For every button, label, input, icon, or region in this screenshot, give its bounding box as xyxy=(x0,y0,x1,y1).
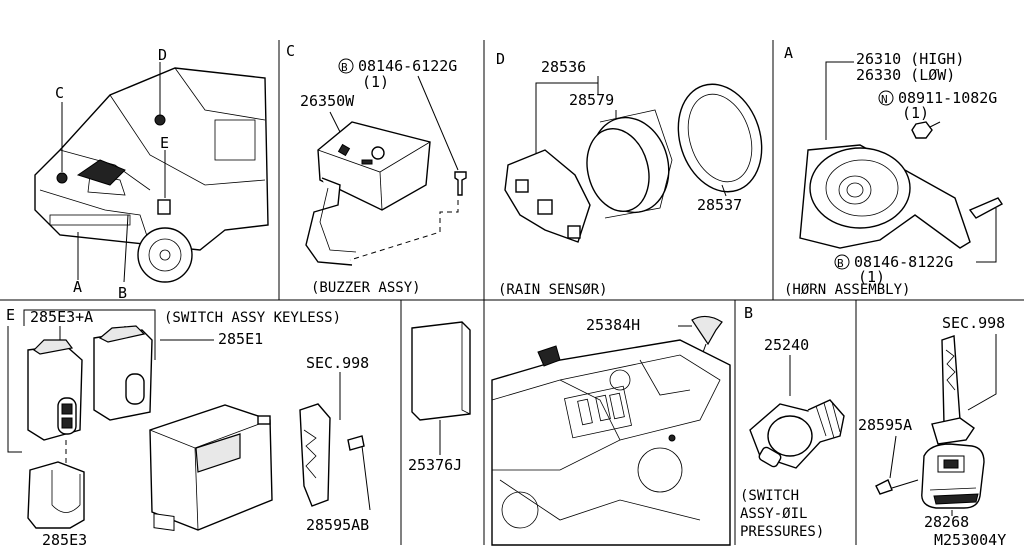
callout-d: D xyxy=(158,46,167,64)
horn-bolt-part: 08146-8122G xyxy=(854,253,953,271)
rain-part-c: 28537 xyxy=(697,196,742,214)
buzzer-caption: (BUZZER ASSY) xyxy=(311,280,421,296)
rain-part-b: 28579 xyxy=(569,91,614,109)
horn-body xyxy=(809,147,911,229)
keyless-sec-ref: SEC.998 xyxy=(306,354,369,372)
horn-panel: A 26310 (HIGH) 26330 (LØW) N 08911-1082G… xyxy=(784,44,1004,298)
buzzer-panel: C B 08146-6122G (1) 26350W (BUZZER ASSY) xyxy=(286,42,467,296)
rain-sensor-cover xyxy=(677,83,763,193)
nut-n-circle-icon xyxy=(878,90,894,106)
oil-switch-thread xyxy=(807,399,845,443)
oil-caption-3: PRESSURES) xyxy=(740,524,824,540)
buzzer-bolt-part: 08146-6122G xyxy=(358,57,457,75)
nut-n-symbol: N xyxy=(881,93,888,106)
fob-right xyxy=(93,329,153,421)
callout-a: A xyxy=(73,278,82,296)
diagram-code: M253004Y xyxy=(934,531,1006,549)
case-part: 285E3 xyxy=(42,531,87,549)
key-part: 28595AB xyxy=(306,516,369,534)
key-card xyxy=(411,321,471,421)
fob-part: 285E3+A xyxy=(30,308,93,326)
oil-caption-2: ASSY-ØIL xyxy=(740,506,807,522)
keyless-caption: (SWITCH ASSY KEYLESS) xyxy=(164,310,341,326)
rain-sensor-bracket xyxy=(504,149,591,243)
key-head-part: 28268 xyxy=(924,513,969,531)
card-panel: 25376J xyxy=(408,321,471,474)
horn-part-high: 26310 (HIGH) xyxy=(856,50,964,68)
fob-case xyxy=(27,461,85,529)
buzzer-body xyxy=(317,121,431,211)
key-panel: SEC.998 28595A 28268 M253004Y xyxy=(858,314,1006,549)
keyless-panel: E 285E3+A (SWITCH ASSY KEYLESS) 285E1 28… xyxy=(6,306,371,549)
panel-letter-b: B xyxy=(744,304,753,322)
bolt-b2-circle-icon xyxy=(834,254,850,270)
unit-part: 285E1 xyxy=(218,330,263,348)
vehicle-overview-illustration xyxy=(34,62,269,283)
bolt-b2-symbol: B xyxy=(837,257,844,270)
buzzer-harness xyxy=(305,177,353,266)
underhood-panel: 25384H xyxy=(491,315,731,546)
oil-switch-part: 25240 xyxy=(764,336,809,354)
oil-caption-1: (SWITCH xyxy=(740,488,799,504)
engine-bay-illustration xyxy=(491,339,731,546)
key-blade xyxy=(941,335,961,425)
callout-e: E xyxy=(160,134,169,152)
horn-bolt-qty: (1) xyxy=(858,268,885,286)
bolt-b-symbol: B xyxy=(341,61,348,74)
panel-letter-a: A xyxy=(784,44,793,62)
callout-b: B xyxy=(118,284,127,302)
horn-part-low: 26330 (LØW) xyxy=(856,66,955,84)
vehicle-callouts: D C E A B xyxy=(55,46,169,302)
panel-letter-e: E xyxy=(6,306,15,324)
rain-caption: (RAIN SENSØR) xyxy=(498,282,608,298)
buzzer-bolt-qty: (1) xyxy=(362,73,389,91)
screw-part: 28595A xyxy=(858,416,912,434)
card-part: 25376J xyxy=(408,456,462,474)
horn-bolt-icon xyxy=(968,197,1004,219)
bolt-b-circle-icon xyxy=(338,58,354,74)
horn-nut-qty: (1) xyxy=(902,104,929,122)
horn-nut-part: 08911-1082G xyxy=(898,89,997,107)
key-fob-head xyxy=(921,443,985,509)
oil-switch-panel: B 25240 (SWITCH ASSY-ØIL PRESSURES) xyxy=(740,304,845,540)
panel-letter-d: D xyxy=(496,50,505,68)
panel-dividers xyxy=(0,40,1024,545)
underhood-part: 25384H xyxy=(586,316,640,334)
horn-caption: (HØRN ASSEMBLY) xyxy=(784,282,910,298)
callout-c: C xyxy=(55,84,64,102)
key-screw-icon xyxy=(347,435,365,451)
key-sec-ref: SEC.998 xyxy=(942,314,1005,332)
panel-letter-c: C xyxy=(286,42,295,60)
buzzer-screw-icon xyxy=(454,171,467,196)
rain-part-a: 28536 xyxy=(541,58,586,76)
horn-nut-icon xyxy=(911,121,933,139)
rain-sensor-panel: D 28536 28579 28537 (RAIN SENSØR) xyxy=(496,50,763,298)
key-screw-icon-2 xyxy=(875,479,893,495)
buzzer-part: 26350W xyxy=(300,92,355,110)
clip-icon xyxy=(691,315,723,346)
